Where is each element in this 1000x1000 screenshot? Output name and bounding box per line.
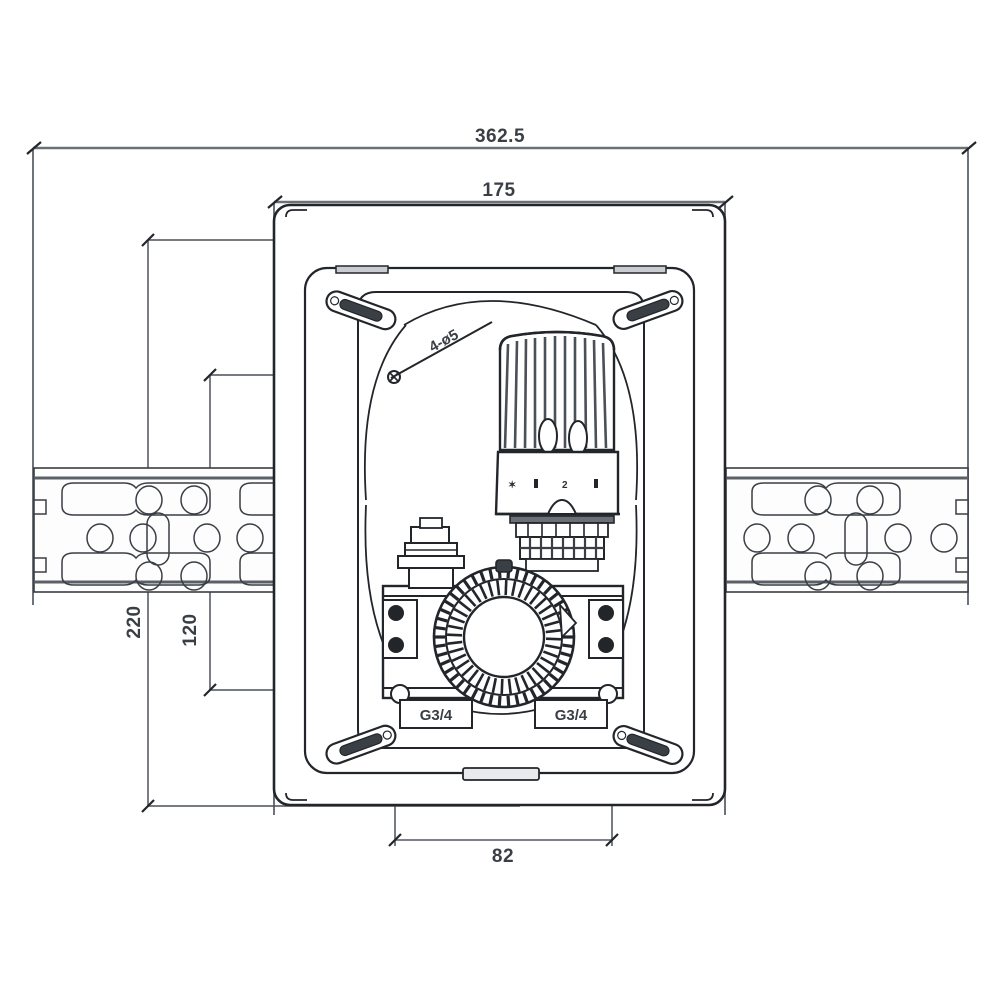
union-ring-inner bbox=[462, 595, 546, 679]
rail-left-body bbox=[33, 467, 319, 593]
tick-bottom-220 bbox=[141, 799, 155, 813]
dim-label-overall-width: 362.5 bbox=[475, 126, 525, 147]
leader-line-hole-callout bbox=[390, 321, 493, 379]
tick-top-120 bbox=[203, 368, 217, 382]
rail-right-notch-bottom bbox=[955, 557, 969, 573]
mounting-rail bbox=[33, 467, 969, 593]
tick-top-220 bbox=[141, 233, 155, 247]
mounting-slot-bottom-left bbox=[325, 724, 397, 765]
valve-body bbox=[381, 517, 625, 709]
head-cap-top-edge bbox=[498, 330, 616, 351]
valve-union-ring bbox=[432, 559, 578, 709]
scale-mark-2: 2 bbox=[562, 480, 568, 491]
valve-bolt-right-bottom bbox=[598, 637, 614, 653]
mounting-slot-bottom-right bbox=[612, 725, 684, 765]
scale-mark-snowflake: ✶ bbox=[508, 480, 516, 491]
dim-label-box-width: 175 bbox=[482, 180, 515, 201]
panel-tab-top-right bbox=[613, 265, 667, 274]
panel-corner-marks bbox=[285, 209, 714, 801]
port-label-left-box bbox=[399, 699, 473, 729]
head-nut-ring-2 bbox=[515, 522, 609, 538]
head-nut-ring-1 bbox=[509, 515, 615, 524]
hole-callout-leader bbox=[387, 321, 493, 384]
scale-mark-dot-2 bbox=[594, 479, 598, 488]
tick-left-82 bbox=[388, 833, 402, 847]
tick-left-175 bbox=[267, 195, 283, 209]
rail-left-center-slot bbox=[146, 512, 170, 566]
thermostatic-head: ✶ 2 bbox=[494, 330, 620, 572]
head-scale-marks: ✶ 2 bbox=[508, 479, 598, 491]
head-nut-collar bbox=[525, 558, 599, 572]
union-ring-knurl bbox=[435, 568, 573, 706]
tick-right-362 bbox=[961, 141, 977, 155]
union-ring-marker bbox=[558, 602, 578, 640]
tick-right-175 bbox=[718, 195, 734, 209]
rail-right-center-slot bbox=[844, 512, 868, 566]
port-label-right-text: G3/4 bbox=[555, 707, 588, 724]
tick-right-82 bbox=[605, 833, 619, 847]
dim-label-height-outer: 220 bbox=[124, 605, 145, 638]
mounting-rail-left bbox=[33, 467, 319, 593]
leader-origin-circle bbox=[387, 370, 401, 384]
rail-right-slots bbox=[743, 482, 958, 591]
head-cap-ribs bbox=[503, 336, 608, 449]
bypass-cap-neck bbox=[408, 567, 454, 589]
head-nut-body-knurl bbox=[520, 537, 604, 559]
head-pointer-lug-right bbox=[568, 420, 588, 456]
valve-bypass-cap-left bbox=[397, 517, 465, 589]
head-nut-knurl bbox=[527, 523, 599, 537]
head-index-pip bbox=[546, 498, 578, 515]
rail-left-notch-bottom bbox=[33, 557, 47, 573]
mounting-slot-top-left bbox=[325, 290, 397, 331]
valve-bolt-left-bottom bbox=[388, 637, 404, 653]
leader-cross-2 bbox=[388, 371, 400, 383]
port-label-right-box bbox=[534, 699, 608, 729]
mounting-slots bbox=[325, 290, 684, 765]
bypass-cap-base bbox=[397, 555, 465, 569]
dim-label-height-inner: 120 bbox=[180, 613, 201, 646]
panel-tab-bottom-center bbox=[462, 767, 540, 781]
mounting-rail-right bbox=[725, 467, 969, 593]
tick-left-362 bbox=[26, 141, 42, 155]
port-label-right: G3/4 bbox=[534, 699, 608, 729]
tick-bottom-120 bbox=[203, 683, 217, 697]
valve-bolt-left-top bbox=[388, 605, 404, 621]
port-label-left-text: G3/4 bbox=[420, 707, 453, 724]
rail-right-notch-top bbox=[955, 499, 969, 515]
port-label-left: G3/4 bbox=[399, 699, 473, 729]
cavity-curve-top bbox=[403, 300, 597, 326]
bypass-cap-top bbox=[410, 526, 450, 544]
dim-label-port-spacing: 82 bbox=[492, 846, 514, 867]
cavity-curve-upper-left bbox=[363, 324, 407, 501]
bypass-cap-knob bbox=[419, 517, 443, 529]
union-ring-lug bbox=[495, 559, 513, 573]
scale-mark-dot-1 bbox=[534, 479, 538, 488]
rail-left-notch-top bbox=[33, 499, 47, 515]
head-pointer-lug-left bbox=[538, 418, 558, 454]
rail-right-body bbox=[725, 467, 969, 593]
mounting-slot-top-right bbox=[612, 290, 684, 330]
valve-bolt-right-top bbox=[598, 605, 614, 621]
panel-tab-top-left bbox=[335, 265, 389, 274]
